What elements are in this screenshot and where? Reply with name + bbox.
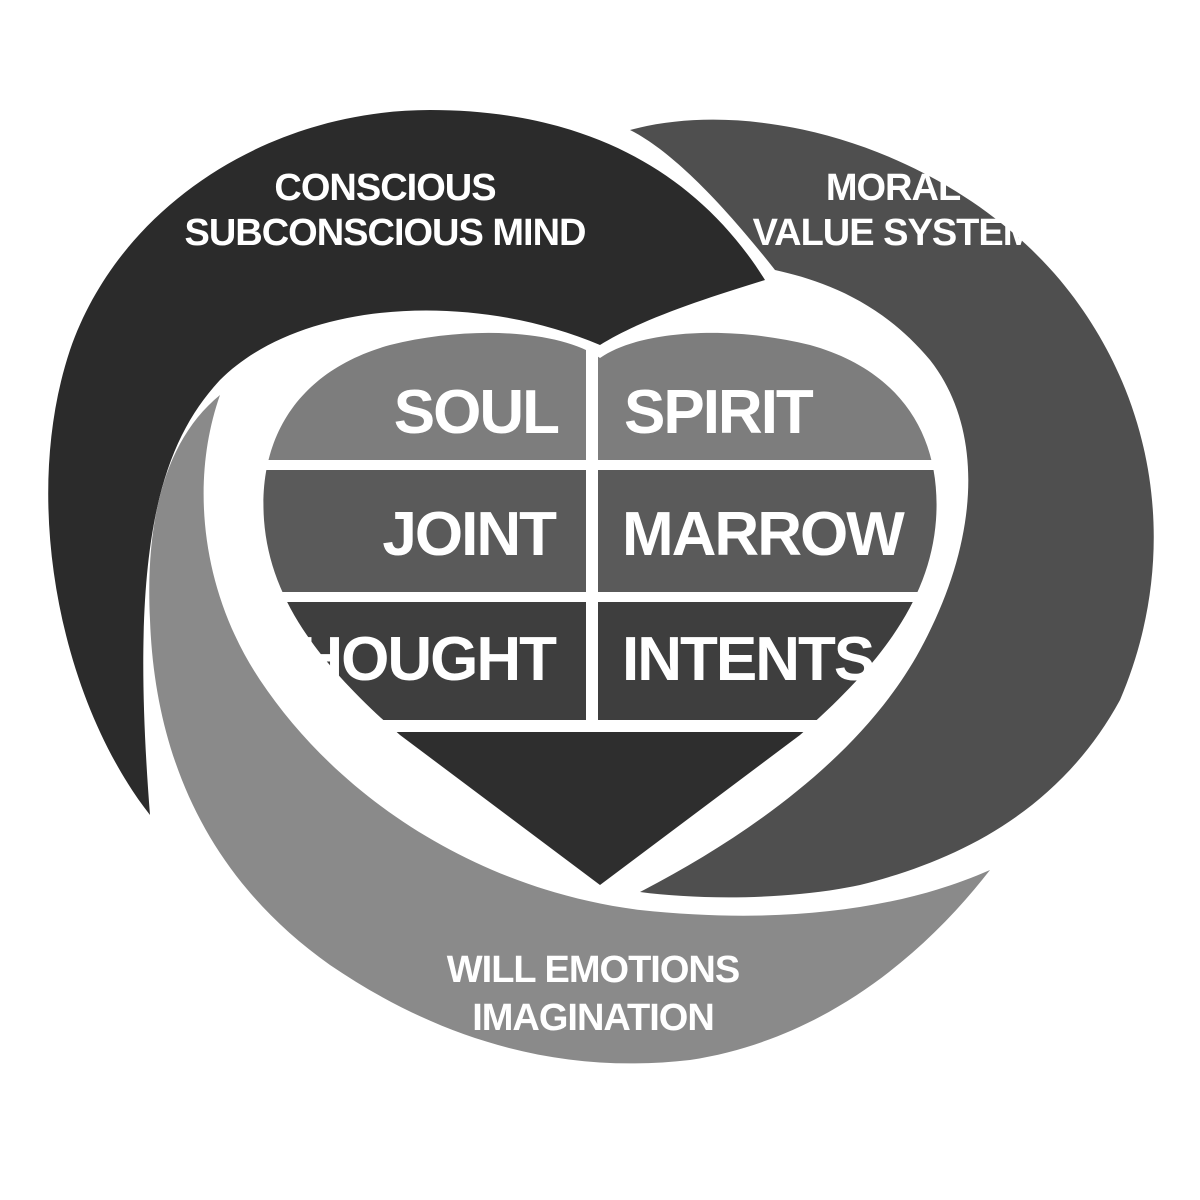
- label-intents: INTENTS: [622, 625, 873, 694]
- label-marrow: MARROW: [622, 500, 905, 569]
- band-moral-value-system: [630, 119, 1154, 898]
- label-joint: JOINT: [382, 500, 557, 569]
- label-subconscious-mind: SUBCONSCIOUS MIND: [184, 212, 585, 254]
- label-moral: MORAL: [826, 167, 961, 209]
- label-thought: THOUGHT: [262, 625, 557, 694]
- label-soul: SOUL: [394, 378, 558, 447]
- band-conscious-subconscious: [48, 110, 766, 815]
- label-will-emotions: WILL EMOTIONS: [447, 949, 739, 991]
- cell-marrow: [598, 470, 937, 592]
- label-spirit: SPIRIT: [624, 378, 814, 447]
- cell-joint: [263, 470, 586, 592]
- band-will-emotions-imagination: [149, 395, 990, 1064]
- label-imagination: IMAGINATION: [472, 997, 714, 1039]
- label-value-system: VALUE SYSTEM: [753, 212, 1034, 254]
- label-conscious: CONSCIOUS: [274, 167, 495, 209]
